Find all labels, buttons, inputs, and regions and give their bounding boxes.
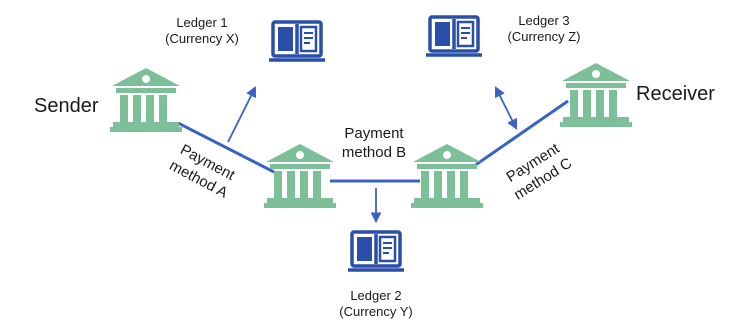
ledger-2-title: Ledger 2 xyxy=(350,288,402,303)
connector-a xyxy=(177,121,275,174)
sender-bank-icon xyxy=(110,68,182,132)
ledger-3-label: Ledger 3 (Currency Z) xyxy=(492,13,596,45)
payment-method-b-line1: Payment xyxy=(344,125,404,142)
ledger-1-currency: (Currency X) xyxy=(165,31,239,46)
ledger-3-currency: (Currency Z) xyxy=(507,29,581,44)
ledger-2-label: Ledger 2 (Currency Y) xyxy=(324,288,428,320)
payment-method-b-label: Payment method B xyxy=(326,124,422,162)
ledger-2-currency: (Currency Y) xyxy=(339,304,413,319)
sender-label: Sender xyxy=(34,95,99,117)
receiver-bank-icon xyxy=(560,63,632,127)
connector-c xyxy=(473,99,569,168)
ledger-1-label: Ledger 1 (Currency X) xyxy=(150,15,254,47)
ledger-1-title: Ledger 1 xyxy=(176,15,228,30)
ledger-2-icon xyxy=(346,230,406,272)
arrow-to-ledger-1 xyxy=(227,86,256,143)
arrow-to-ledger-3 xyxy=(495,86,517,130)
ledger-3-title: Ledger 3 xyxy=(518,13,570,28)
ledger-3-icon xyxy=(424,15,484,57)
receiver-label: Receiver xyxy=(636,83,715,105)
ledger-1-icon xyxy=(267,20,327,62)
payment-method-b-line2: method B xyxy=(341,144,407,161)
